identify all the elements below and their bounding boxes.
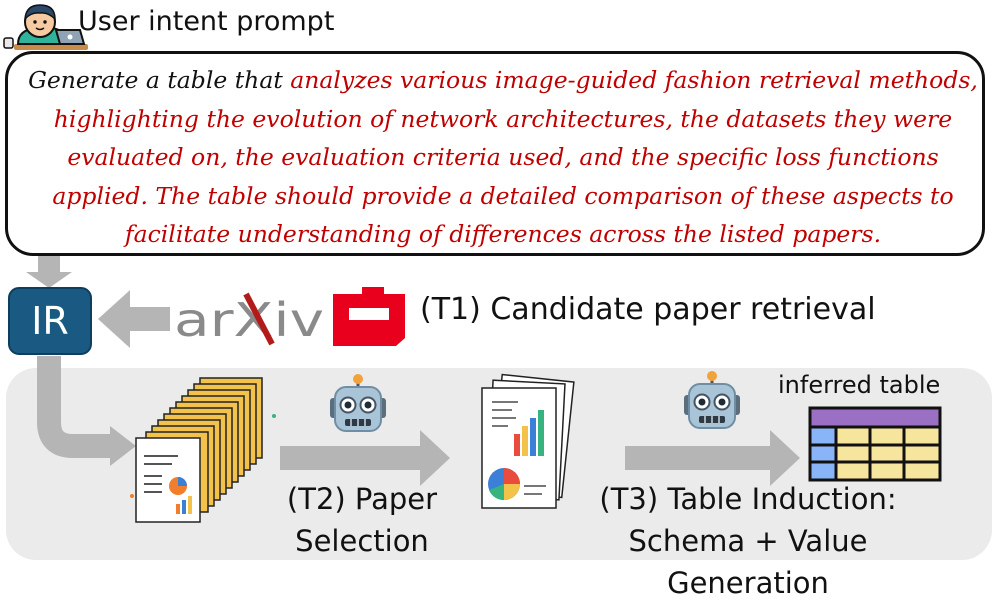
ir-box: IR [8,287,92,355]
document-stack-icon [130,377,276,523]
selected-document-stack-icon [481,373,575,509]
t2-step-label: (T2) Paper Selection [277,478,447,562]
t3-line-1: (T3) Table Induction: [599,482,897,516]
pipeline-diagram: arXiv [3,4,942,523]
t3-step-label: (T3) Table Induction: Schema + Value Gen… [548,478,948,604]
t1-step-label: (T1) Candidate paper retrieval [420,292,876,327]
arrow-source-to-ir [98,290,170,348]
prompt-lead: Generate a table that [28,66,291,94]
arxiv-logo: arXiv [174,292,324,347]
inferred-table-label: inferred table [778,371,941,399]
t2-line-2: Selection [295,524,429,558]
prompt-box: Generate a table that analyzes various i… [5,51,985,256]
prompt-text: Generate a table that analyzes various i… [28,61,978,254]
t2-line-1: (T2) Paper [286,482,438,516]
arrow-selection [280,430,450,486]
arrow-ir-to-documents [37,356,136,466]
intent-label: User intent prompt [78,6,335,37]
prompt-highlight: analyzes various image-guided fashion re… [52,66,978,248]
robot-face-icon [328,372,388,433]
semantic-scholar-logo [333,287,405,346]
table-icon [808,406,942,482]
arrow-induction [625,430,800,486]
arrow-prompt-to-ir [26,256,72,288]
t3-line-2: Schema + Value Generation [628,524,868,600]
robot-face-icon [682,369,742,430]
user-at-laptop-icon [3,4,88,50]
